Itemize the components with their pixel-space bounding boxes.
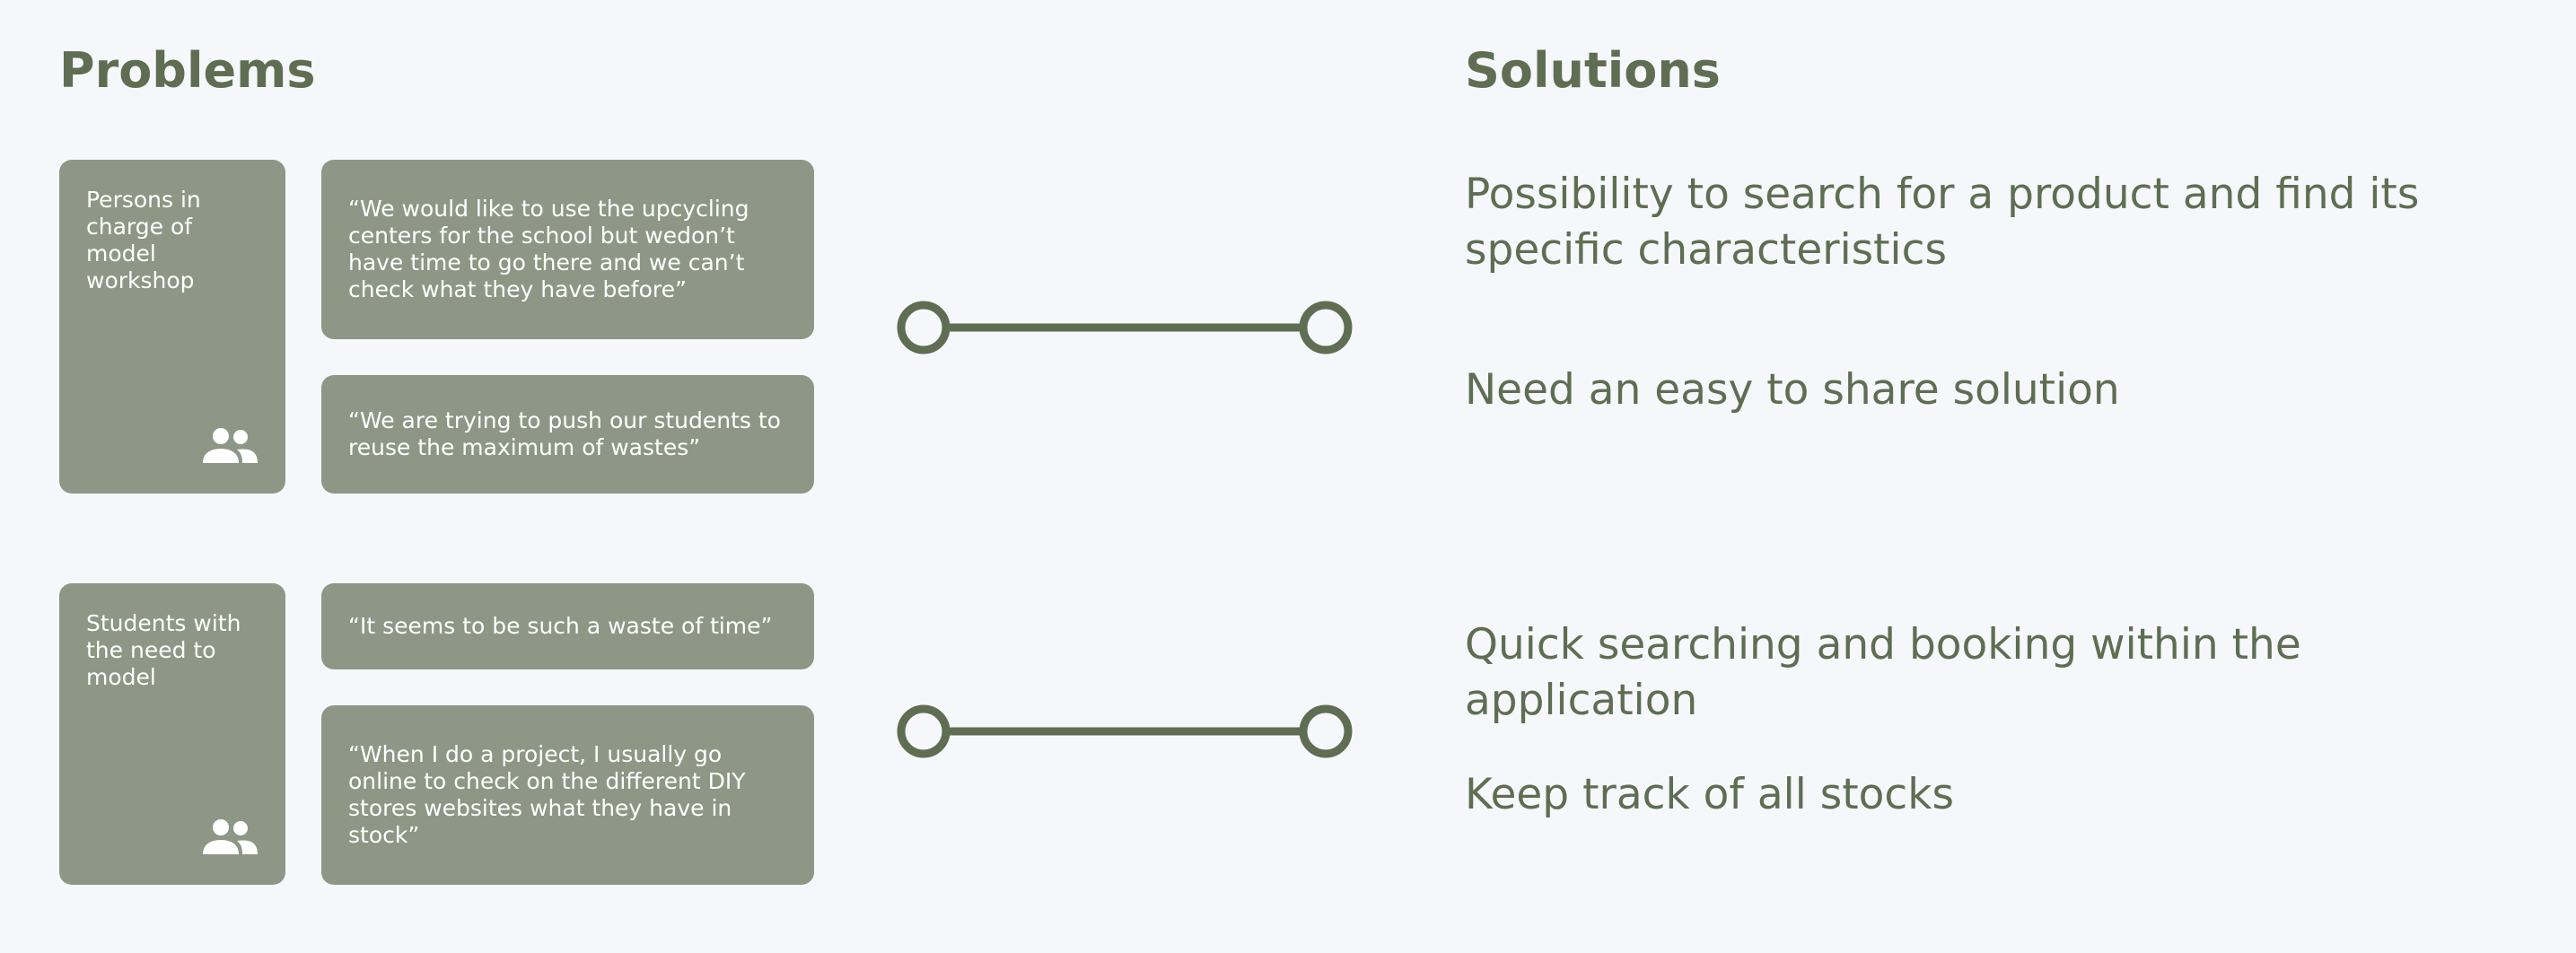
persona-card-workshop: Persons in charge of model workshop	[59, 160, 285, 494]
solution-item: Keep track of all stocks	[1465, 770, 1954, 819]
quote-card: “It seems to be such a waste of time”	[321, 583, 814, 669]
people-icon	[201, 818, 258, 856]
quote-card: “We are trying to push our students to r…	[321, 375, 814, 494]
people-icon	[201, 427, 258, 465]
connector-start-node	[897, 301, 951, 354]
solution-item: Need an easy to share solution	[1465, 365, 2120, 415]
connector-end-node	[1299, 704, 1353, 758]
solution-item: Possibility to search for a product and …	[1465, 170, 2420, 275]
persona-card-students: Students with the need to model	[59, 583, 285, 885]
persona-label: Students with the need to model	[86, 610, 241, 690]
quote-card: “When I do a project, I usually go onlin…	[321, 705, 814, 885]
quote-text: “It seems to be such a waste of time”	[348, 613, 773, 639]
solution-item: Quick searching and booking within the a…	[1465, 620, 2301, 725]
quote-text: “When I do a project, I usually go onlin…	[348, 741, 746, 848]
connector-start-node	[897, 704, 951, 758]
quote-card: “We would like to use the upcycling cent…	[321, 160, 814, 339]
problems-title: Problems	[59, 42, 316, 99]
quote-text: “We would like to use the upcycling cent…	[348, 196, 749, 302]
connector-end-node	[1299, 301, 1353, 354]
quote-text: “We are trying to push our students to r…	[348, 407, 781, 460]
solutions-title: Solutions	[1465, 42, 1721, 99]
persona-label: Persons in charge of model workshop	[86, 187, 201, 293]
connector-line	[894, 702, 1355, 761]
connector-line	[894, 298, 1355, 357]
